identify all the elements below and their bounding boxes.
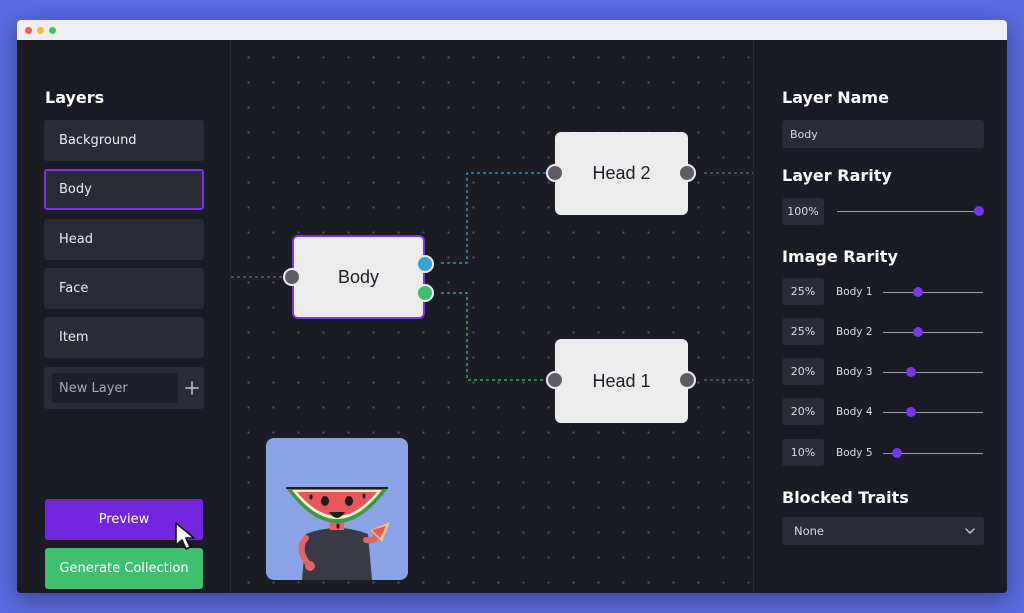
- new-layer-row: [44, 367, 204, 409]
- image-rarity-label-2: Body 2: [836, 326, 873, 338]
- node-head-2-label: Head 2: [592, 163, 651, 183]
- image-rarity-slider-thumb-5[interactable]: [892, 448, 902, 458]
- layer-rarity-value[interactable]: 100%: [782, 198, 824, 225]
- node-canvas[interactable]: Body Head 2 Head 1: [231, 40, 753, 593]
- layer-name-input[interactable]: Body: [782, 120, 984, 148]
- watermelon-character-icon: [286, 487, 390, 580]
- layer-name-title: Layer Name: [782, 88, 889, 107]
- image-rarity-slider-thumb-3[interactable]: [906, 367, 916, 377]
- image-rarity-value-1[interactable]: 25%: [782, 278, 824, 305]
- layers-title: Layers: [45, 88, 105, 107]
- node-head-2[interactable]: Head 2: [555, 132, 688, 215]
- new-layer-input[interactable]: [52, 373, 178, 403]
- preview-button[interactable]: Preview: [45, 499, 203, 540]
- node-body[interactable]: Body: [292, 235, 425, 319]
- image-rarity-label-5: Body 5: [836, 447, 873, 459]
- image-rarity-slider-track-4[interactable]: [883, 412, 983, 413]
- generate-collection-button[interactable]: Generate Collection: [45, 548, 203, 589]
- layer-item-head[interactable]: Head: [44, 219, 204, 260]
- node-body-output-port-green[interactable]: [416, 284, 434, 302]
- image-rarity-value-5[interactable]: 10%: [782, 439, 824, 466]
- app-window: Layers Background Body Head Face Item Pr…: [17, 20, 1007, 593]
- image-rarity-slider-thumb-1[interactable]: [913, 287, 923, 297]
- image-rarity-slider-track-1[interactable]: [883, 292, 983, 293]
- image-rarity-value-3[interactable]: 20%: [782, 358, 824, 385]
- image-rarity-slider-track-2[interactable]: [883, 332, 983, 333]
- blocked-traits-title: Blocked Traits: [782, 488, 909, 507]
- node-body-output-port-blue[interactable]: [416, 255, 434, 273]
- layer-item-item[interactable]: Item: [44, 317, 204, 358]
- layer-rarity-title: Layer Rarity: [782, 166, 892, 185]
- layer-rarity-slider-track[interactable]: [837, 211, 979, 212]
- node-body-label: Body: [337, 266, 380, 287]
- layer-item-background[interactable]: Background: [44, 120, 204, 161]
- image-rarity-label-3: Body 3: [836, 366, 873, 378]
- node-body-input-port[interactable]: [283, 268, 301, 286]
- title-bar: [17, 20, 1007, 40]
- image-rarity-label-4: Body 4: [836, 406, 873, 418]
- image-rarity-label-1: Body 1: [836, 286, 873, 298]
- blocked-traits-select[interactable]: None: [782, 517, 984, 545]
- image-rarity-value-4[interactable]: 20%: [782, 398, 824, 425]
- plus-icon[interactable]: [183, 377, 201, 399]
- node-head-1[interactable]: Head 1: [555, 339, 688, 423]
- image-rarity-slider-thumb-4[interactable]: [906, 407, 916, 417]
- chevron-down-icon: [965, 528, 975, 534]
- image-rarity-slider-track-3[interactable]: [883, 372, 983, 373]
- node-head-1-label: Head 1: [592, 370, 651, 391]
- node-head-1-input-port[interactable]: [546, 371, 564, 389]
- image-rarity-title: Image Rarity: [782, 247, 898, 266]
- layers-sidebar: Layers Background Body Head Face Item Pr…: [17, 40, 231, 593]
- image-rarity-slider-thumb-2[interactable]: [913, 327, 923, 337]
- close-window-button[interactable]: [25, 26, 32, 34]
- image-rarity-slider-track-5[interactable]: [883, 453, 983, 454]
- node-head-2-input-port[interactable]: [546, 164, 564, 182]
- character-preview-image: [266, 438, 408, 580]
- layer-rarity-slider-thumb[interactable]: [974, 206, 984, 216]
- layer-item-face[interactable]: Face: [44, 268, 204, 309]
- minimize-window-button[interactable]: [37, 26, 44, 34]
- properties-panel: Layer Name Body Layer Rarity 100% Image …: [753, 40, 1007, 593]
- mouse-cursor-icon: [175, 522, 195, 550]
- node-head-1-output-port[interactable]: [678, 371, 696, 389]
- connection-lines: [231, 172, 753, 381]
- blocked-traits-value: None: [794, 524, 825, 538]
- maximize-window-button[interactable]: [49, 26, 56, 34]
- image-rarity-value-2[interactable]: 25%: [782, 318, 824, 345]
- node-head-2-output-port[interactable]: [678, 164, 696, 182]
- layer-item-body[interactable]: Body: [44, 169, 204, 210]
